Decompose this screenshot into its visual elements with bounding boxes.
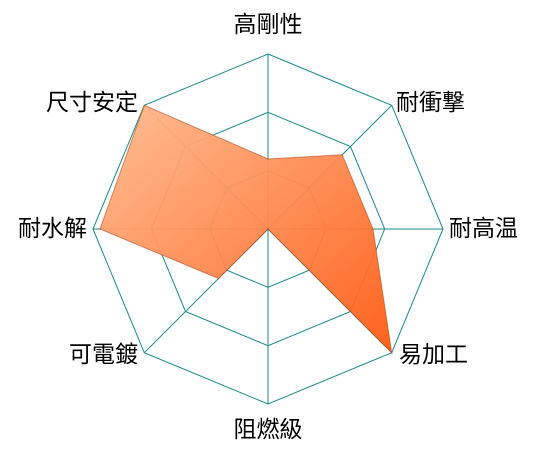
axis-label-1: 耐衝撃 xyxy=(396,90,465,116)
data-point-7 xyxy=(143,104,146,107)
axis-label-6: 耐水解 xyxy=(18,216,87,242)
data-point-2 xyxy=(372,228,374,230)
data-point-1 xyxy=(341,154,344,156)
axis-label-5: 可電鍍 xyxy=(69,342,138,368)
data-point-5 xyxy=(217,277,220,280)
data-point-3 xyxy=(390,351,393,354)
axis-label-7: 尺寸安定 xyxy=(46,90,138,116)
data-area xyxy=(99,104,393,355)
axis-label-0: 高剛性 xyxy=(234,12,303,38)
axis-label-4: 阻燃級 xyxy=(234,417,303,443)
axis-label-2: 耐高温 xyxy=(449,216,518,242)
data-point-4 xyxy=(267,228,269,230)
radar-data-layer xyxy=(99,104,393,355)
data-point-0 xyxy=(267,158,269,160)
data-point-6 xyxy=(99,228,101,230)
axis-label-3: 易加工 xyxy=(399,342,468,368)
